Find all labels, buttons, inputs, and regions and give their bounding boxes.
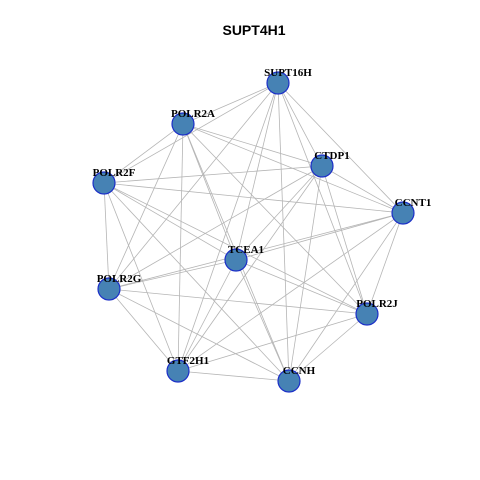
edge-ctdp1-ccnh — [288, 165, 323, 382]
edge-tcea1-polr2j — [235, 259, 368, 315]
edge-polr2f-gtf2h1 — [103, 182, 179, 372]
diagram-title: SUPT4H1 — [222, 22, 285, 38]
edge-layer — [103, 82, 404, 382]
node-label-tcea1: TCEA1 — [228, 244, 264, 256]
edge-polr2f-ccnt1 — [103, 182, 404, 214]
edge-polr2j-gtf2h1 — [177, 313, 368, 372]
edge-polr2g-polr2j — [108, 288, 368, 315]
node-label-gtf2h1: GTF2H1 — [167, 355, 209, 367]
edge-ccnt1-polr2g — [108, 212, 404, 290]
node-label-polr2a: POLR2A — [171, 108, 215, 120]
edge-ctdp1-polr2j — [321, 165, 368, 315]
edge-ctdp1-ccnt1 — [321, 165, 404, 214]
node-polr2j[interactable] — [355, 302, 379, 326]
edge-supt16h-tcea1 — [235, 82, 279, 261]
edge-ccnt1-polr2j — [366, 212, 404, 315]
edge-ctdp1-tcea1 — [235, 165, 323, 261]
edge-ccnt1-gtf2h1 — [177, 212, 404, 372]
node-label-ccnh: CCNH — [283, 365, 316, 377]
edge-polr2f-polr2g — [103, 182, 110, 290]
edge-polr2a-polr2f — [103, 123, 184, 184]
node-label-ctdp1: CTDP1 — [314, 150, 349, 162]
edge-ccnt1-tcea1 — [235, 212, 404, 261]
edge-tcea1-polr2g — [108, 259, 237, 290]
edge-polr2f-tcea1 — [103, 182, 237, 261]
edge-polr2f-ccnh — [103, 182, 290, 382]
node-label-ccnt1: CCNT1 — [395, 197, 432, 209]
node-tcea1[interactable] — [224, 248, 248, 272]
edge-supt16h-polr2a — [182, 82, 279, 125]
node-polr2a[interactable] — [171, 112, 195, 136]
node-layer — [92, 71, 415, 393]
node-ccnh[interactable] — [277, 369, 301, 393]
edge-tcea1-ccnh — [235, 259, 290, 382]
edge-supt16h-ccnt1 — [277, 82, 404, 214]
edge-polr2g-ccnh — [108, 288, 290, 382]
edge-polr2a-ctdp1 — [182, 123, 323, 167]
node-polr2g[interactable] — [97, 277, 121, 301]
edge-polr2a-polr2g — [108, 123, 184, 290]
node-label-polr2j: POLR2J — [356, 298, 398, 310]
edge-supt16h-ctdp1 — [277, 82, 323, 167]
edge-polr2j-ccnh — [288, 313, 368, 382]
node-polr2f[interactable] — [92, 171, 116, 195]
node-label-polr2f: POLR2F — [93, 167, 136, 179]
edge-supt16h-polr2g — [108, 82, 279, 290]
edge-polr2a-polr2j — [182, 123, 368, 315]
node-ctdp1[interactable] — [310, 154, 334, 178]
edge-polr2g-gtf2h1 — [108, 288, 179, 372]
edge-ctdp1-polr2g — [108, 165, 323, 290]
edge-gtf2h1-ccnh — [177, 370, 290, 382]
node-supt16h[interactable] — [266, 71, 290, 95]
edge-tcea1-gtf2h1 — [177, 259, 237, 372]
edge-ccnt1-ccnh — [288, 212, 404, 382]
edge-supt16h-polr2f — [103, 82, 279, 184]
edge-supt16h-ccnh — [277, 82, 290, 382]
node-label-supt16h: SUPT16H — [264, 67, 312, 79]
node-label-polr2g: POLR2G — [97, 273, 142, 285]
node-ccnt1[interactable] — [391, 201, 415, 225]
edge-supt16h-polr2j — [277, 82, 368, 315]
node-gtf2h1[interactable] — [166, 359, 190, 383]
edge-supt16h-gtf2h1 — [177, 82, 279, 372]
edge-ctdp1-polr2f — [103, 165, 323, 184]
edge-polr2a-tcea1 — [182, 123, 237, 261]
